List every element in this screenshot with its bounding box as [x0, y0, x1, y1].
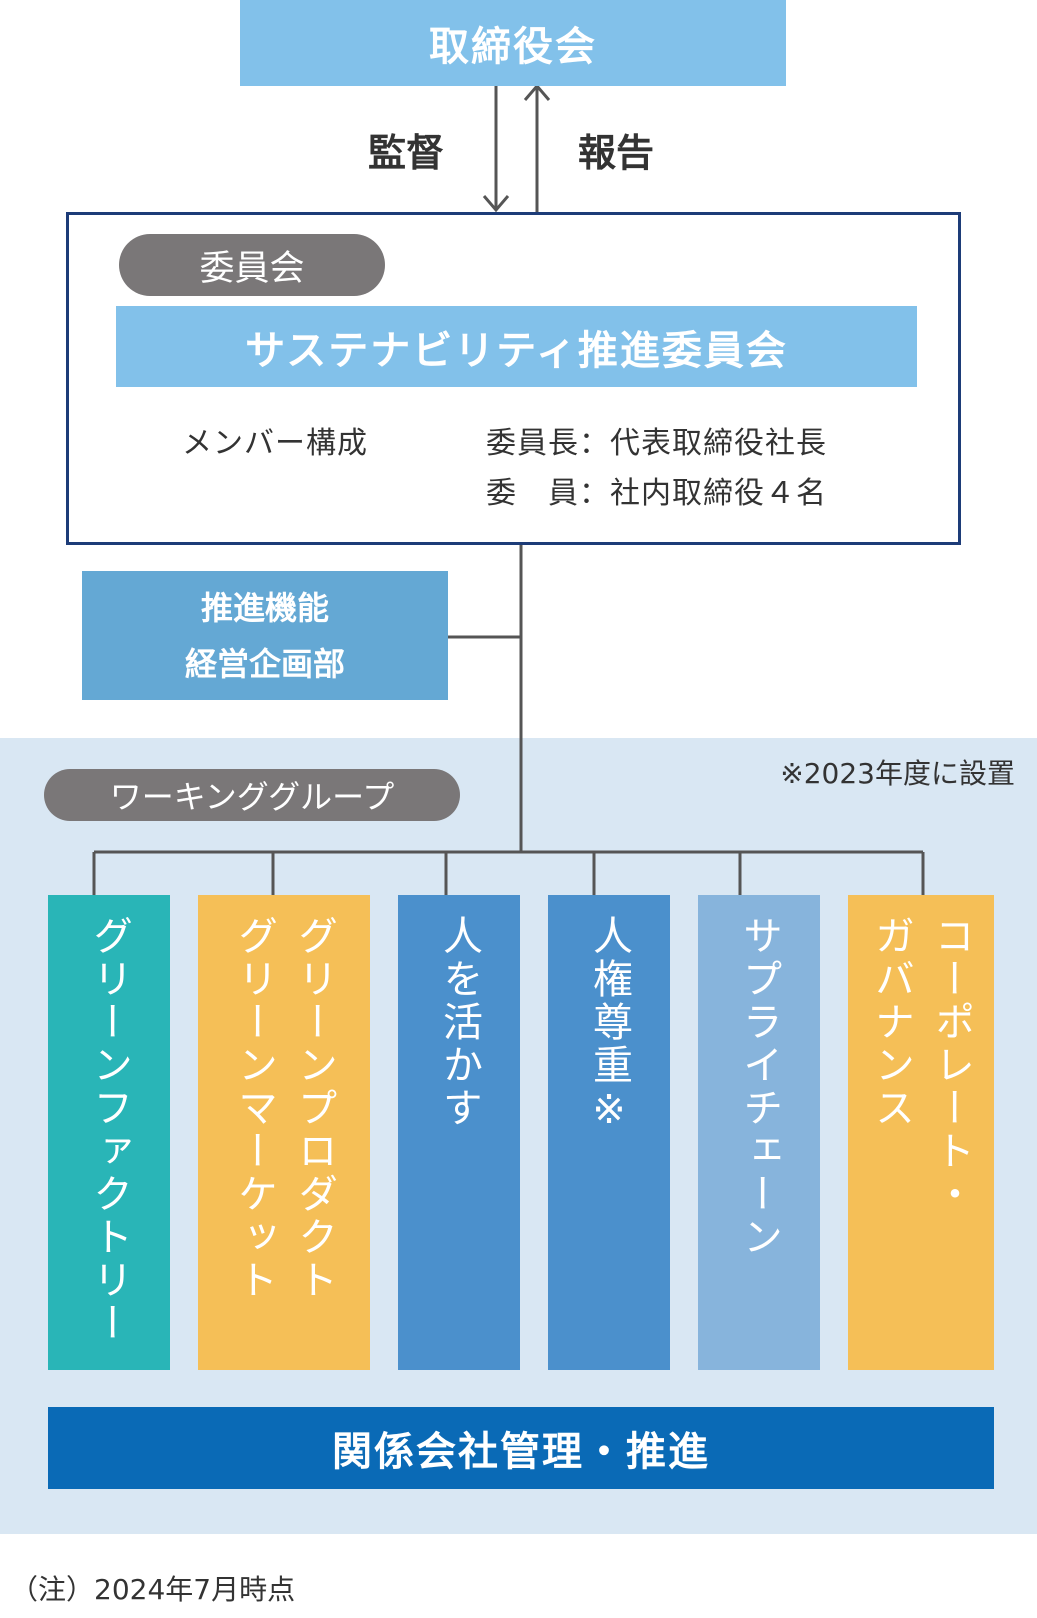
report-arrow-head	[523, 83, 551, 101]
board-of-directors-box: 取締役会	[240, 0, 786, 86]
wg-column-corporate-governance: コーポレート・ ガバナンス	[848, 895, 994, 1370]
wg-label: グリーンマーケット	[231, 915, 277, 1302]
wg-column-human-resources: 人を活かす	[398, 895, 520, 1370]
working-group-note: ※2023年度に設置	[780, 757, 1015, 790]
affiliates-bar: 関係会社管理・推進	[48, 1407, 994, 1489]
affiliates-label: 関係会社管理・推進	[332, 1429, 710, 1475]
wg-label: ガバナンス	[868, 915, 914, 1130]
wg-label: グリーンファクトリー	[86, 915, 132, 1345]
wg-label: サプライチェーン	[736, 915, 782, 1259]
committee-members: 委 員：社内取締役４名	[486, 476, 827, 511]
oversight-arrow-head	[482, 195, 510, 213]
promotion-function-box: 推進機能 経営企画部	[82, 571, 448, 700]
members-label: メンバー構成	[182, 426, 368, 461]
wg-column-supply-chain: サプライチェーン	[698, 895, 820, 1370]
committee-chair: 委員長：代表取締役社長	[486, 426, 827, 461]
footnote: （注）2024年7月時点	[10, 1573, 296, 1606]
promotion-line2: 経営企画部	[184, 644, 345, 683]
wg-column-green-factory: グリーンファクトリー	[48, 895, 170, 1370]
wg-column-green-product-market: グリーンプロダクト グリーンマーケット	[198, 895, 370, 1370]
committee-pill: 委員会	[119, 234, 385, 296]
wg-label: コーポレート・	[928, 915, 974, 1216]
working-group-pill: ワーキンググループ	[44, 769, 460, 821]
board-label: 取締役会	[429, 24, 597, 70]
wg-label: 人を活かす	[436, 915, 482, 1130]
wg-label: グリーンプロダクト	[291, 915, 337, 1302]
committee-pill-label: 委員会	[199, 248, 305, 289]
report-label: 報告	[578, 131, 655, 175]
wg-column-human-rights: 人権尊重※	[548, 895, 670, 1370]
wg-label: 人権尊重※	[586, 915, 632, 1136]
committee-name-banner: サステナビリティ推進委員会	[116, 306, 917, 387]
promotion-line1: 推進機能	[200, 588, 329, 627]
committee-name-text: サステナビリティ推進委員会	[245, 327, 788, 374]
oversight-label: 監督	[368, 131, 445, 175]
working-group-pill-label: ワーキンググループ	[109, 778, 395, 816]
